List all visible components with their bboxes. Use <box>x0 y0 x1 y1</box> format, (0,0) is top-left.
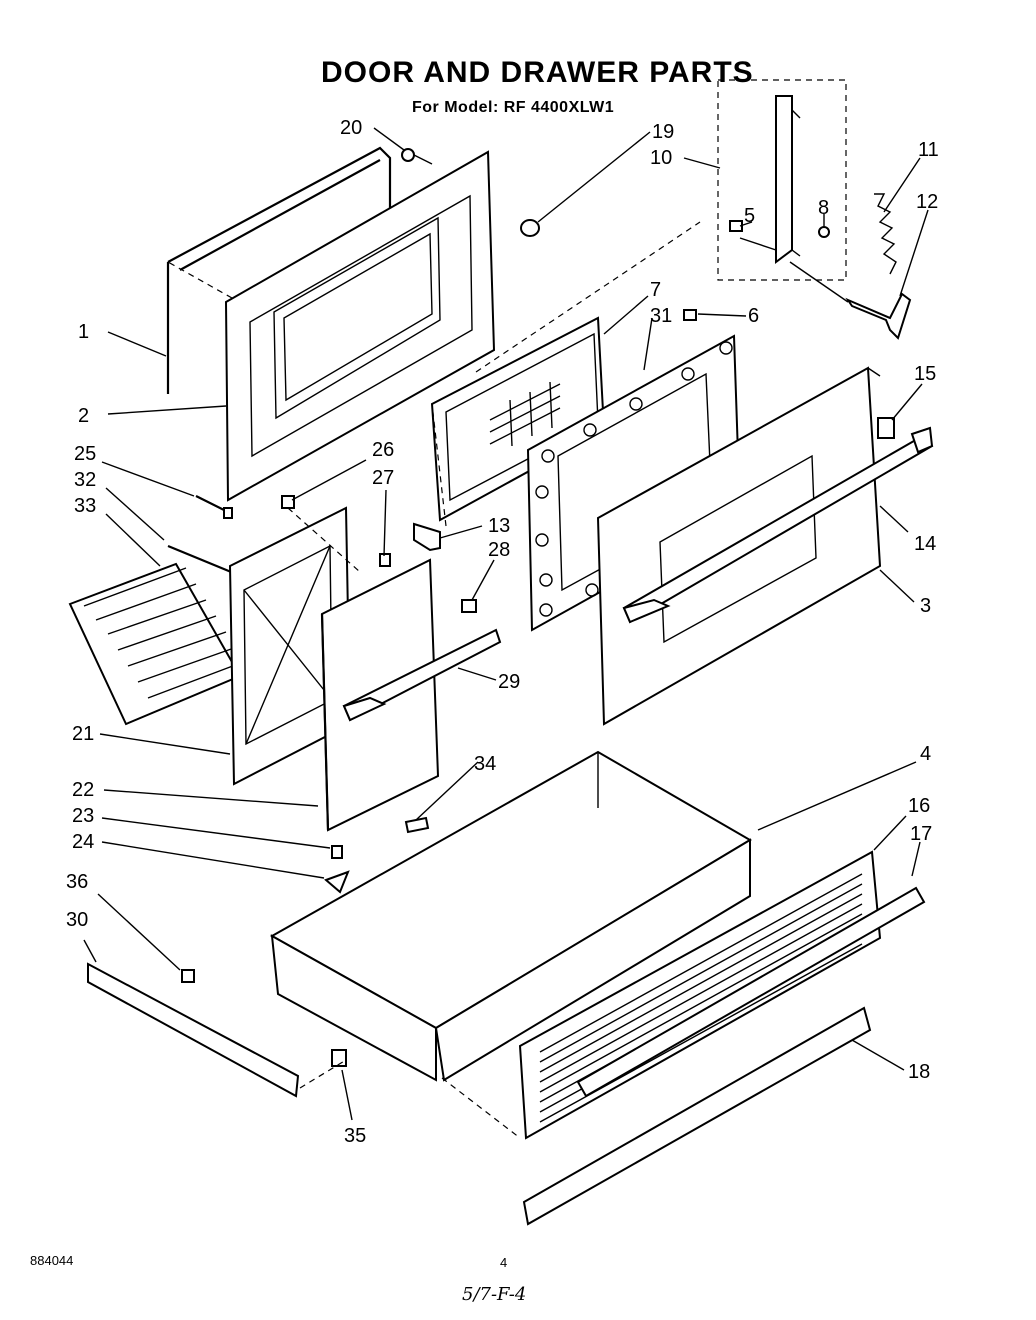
part-6-pin <box>683 309 697 321</box>
callout-31: 31 <box>650 305 672 327</box>
part-34-slide <box>404 816 430 834</box>
assembly-guide-lines <box>167 221 701 1139</box>
callout-13: 13 <box>488 515 510 537</box>
part-11-spring <box>874 193 897 275</box>
callout-29: 29 <box>498 671 520 693</box>
part-29-broiler-handle <box>342 628 502 722</box>
callout-20: 20 <box>340 117 362 139</box>
part-15-hinge-clip <box>877 417 895 439</box>
model-subtitle: For Model: RF 4400XLW1 <box>412 99 615 116</box>
callout-34: 34 <box>474 753 496 775</box>
callout-1: 1 <box>78 321 89 343</box>
callout-35: 35 <box>344 1125 366 1147</box>
callout-12: 12 <box>916 191 938 213</box>
part-17-drawer-handle <box>576 886 926 1098</box>
page-title-text: DOOR AND DRAWER PARTS <box>321 56 754 89</box>
callout-32: 32 <box>74 469 96 491</box>
callout-25: 25 <box>74 443 96 465</box>
hinge-assembly-box <box>717 79 847 281</box>
part-32-rod <box>167 544 237 576</box>
part-12-hinge-arm <box>845 292 912 340</box>
callout-15: 15 <box>914 363 936 385</box>
callout-18: 18 <box>908 1061 930 1083</box>
callout-33: 33 <box>74 495 96 517</box>
part-30-drawer-rail <box>87 962 300 1098</box>
part-36-clip <box>181 969 195 983</box>
callout-8: 8 <box>818 197 829 219</box>
callout-28: 28 <box>488 539 510 561</box>
footer-handwritten-note: 5/7-F-4 <box>462 1284 527 1305</box>
callout-3: 3 <box>920 595 931 617</box>
callout-23: 23 <box>72 805 94 827</box>
footer-part-code: 884044 <box>30 1253 74 1268</box>
callout-14: 14 <box>914 533 936 555</box>
part-19-bumper <box>520 219 540 237</box>
callout-6: 6 <box>748 305 759 327</box>
callout-22: 22 <box>72 779 94 801</box>
callout-30: 30 <box>66 909 88 931</box>
part-4-storage-drawer <box>269 750 752 1082</box>
callout-21: 21 <box>72 723 94 745</box>
part-13-bracket <box>413 522 441 552</box>
callout-10: 10 <box>650 147 672 169</box>
part-8-nut <box>818 226 830 238</box>
part-27-clip <box>379 553 391 567</box>
part-26-clip <box>281 495 295 509</box>
callout-17: 17 <box>910 823 932 845</box>
part-14-door-handle <box>622 426 934 624</box>
callout-11: 11 <box>918 139 939 161</box>
callout-16: 16 <box>908 795 930 817</box>
callout-19: 19 <box>652 121 674 143</box>
callout-5: 5 <box>744 205 755 227</box>
part-18-kick-panel <box>522 1006 872 1226</box>
part-23-roller <box>331 845 343 859</box>
part-20-screw <box>401 148 433 165</box>
callout-24: 24 <box>72 831 94 853</box>
callout-labels: 20 19 10 5 8 6 11 12 1 2 7 31 15 14 3 25… <box>66 117 939 1147</box>
callout-26: 26 <box>372 439 394 461</box>
part-33-broiler-grid <box>68 562 242 726</box>
callout-27: 27 <box>372 467 394 489</box>
part-2-inner-door-panel <box>224 150 496 502</box>
part-10-hinge <box>739 95 801 264</box>
part-24-glide <box>324 870 350 894</box>
callout-7: 7 <box>650 279 661 301</box>
callout-36: 36 <box>66 871 88 893</box>
leader-lines <box>83 127 929 1121</box>
part-25-screw <box>195 495 233 519</box>
callout-4: 4 <box>920 743 931 765</box>
footer-page-number: 4 <box>500 1255 508 1270</box>
part-28-bracket <box>461 599 477 613</box>
callout-2: 2 <box>78 405 89 427</box>
